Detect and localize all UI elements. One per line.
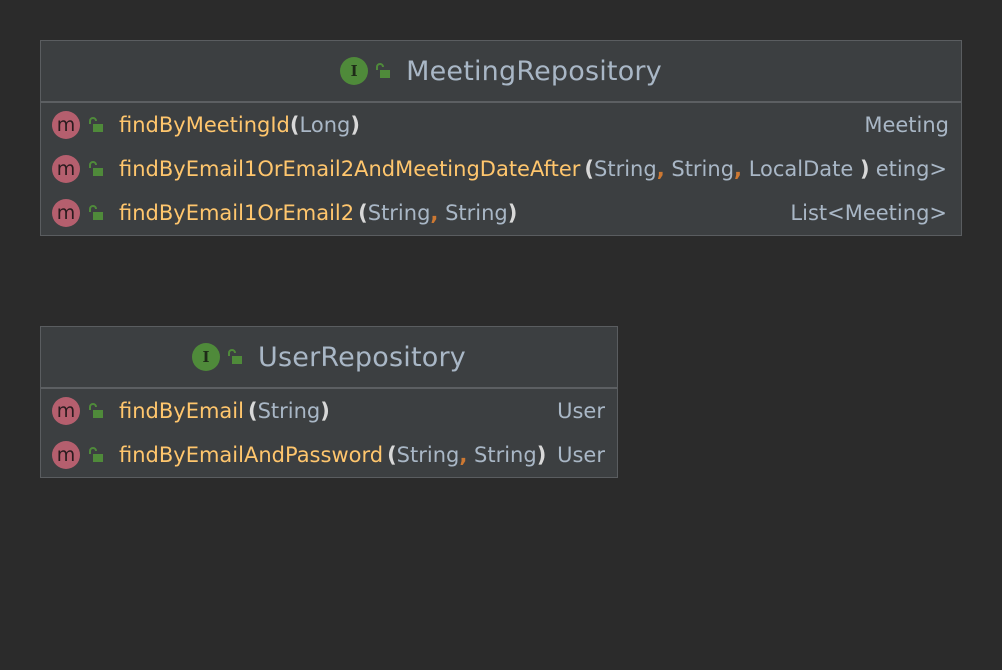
method-name: findByEmail1OrEmail2AndMeetingDateAfter: [119, 157, 581, 181]
class-header: I MeetingRepository: [41, 41, 961, 103]
method-name: findByEmail1OrEmail2: [119, 201, 355, 225]
method-params: (String, String): [387, 443, 547, 467]
return-type: eting>: [871, 147, 947, 191]
return-type: Meeting: [860, 103, 949, 147]
param-type: String: [396, 443, 460, 467]
unlocked-icon: [89, 205, 103, 220]
param-type: String: [594, 157, 657, 181]
class-box-user-repository[interactable]: I UserRepository m findByEmail (String) …: [40, 326, 618, 478]
method-name: findByEmailAndPassword: [119, 443, 384, 467]
interface-icon: I: [192, 343, 221, 371]
param-type: String: [474, 443, 537, 467]
interface-icon: I: [340, 57, 369, 85]
param-type: Long: [299, 113, 351, 137]
unlocked-icon: [89, 403, 103, 418]
param-type: String: [671, 157, 735, 181]
method-params: (String, String, LocalDate ): [584, 157, 870, 181]
method-row[interactable]: m findByMeetingId (Long) Meeting: [41, 103, 961, 147]
class-header: I UserRepository: [41, 327, 617, 389]
method-name: findByMeetingId: [119, 113, 290, 137]
param-type: LocalDate: [748, 157, 854, 181]
method-row[interactable]: m findByEmail1OrEmail2AndMeetingDateAfte…: [41, 147, 961, 191]
return-type: User: [553, 433, 605, 477]
unlocked-icon: [228, 349, 243, 364]
method-row[interactable]: m findByEmailAndPassword (String, String…: [41, 433, 617, 477]
method-icon: m: [52, 441, 80, 469]
param-type: String: [445, 201, 508, 225]
method-params: (Long): [289, 113, 360, 137]
class-title: UserRepository: [258, 341, 466, 373]
unlocked-icon: [89, 447, 103, 462]
method-icon: m: [52, 155, 80, 183]
param-type: String: [257, 399, 321, 423]
method-params: (String, String): [358, 201, 518, 225]
return-type: List<Meeting>: [786, 191, 947, 235]
class-box-meeting-repository[interactable]: I MeetingRepository m findByMeetingId (L…: [40, 40, 962, 236]
unlocked-icon: [89, 117, 103, 132]
method-params: (String): [247, 399, 330, 423]
method-icon: m: [52, 199, 80, 227]
unlocked-icon: [89, 161, 103, 176]
param-type: String: [367, 201, 431, 225]
unlocked-icon: [376, 63, 391, 78]
method-row[interactable]: m findByEmail (String) User: [41, 389, 617, 433]
method-row[interactable]: m findByEmail1OrEmail2 (String, String) …: [41, 191, 961, 235]
method-icon: m: [52, 111, 80, 139]
method-icon: m: [52, 397, 80, 425]
class-title: MeetingRepository: [406, 55, 662, 87]
return-type: User: [553, 389, 605, 433]
method-name: findByEmail: [119, 399, 244, 423]
